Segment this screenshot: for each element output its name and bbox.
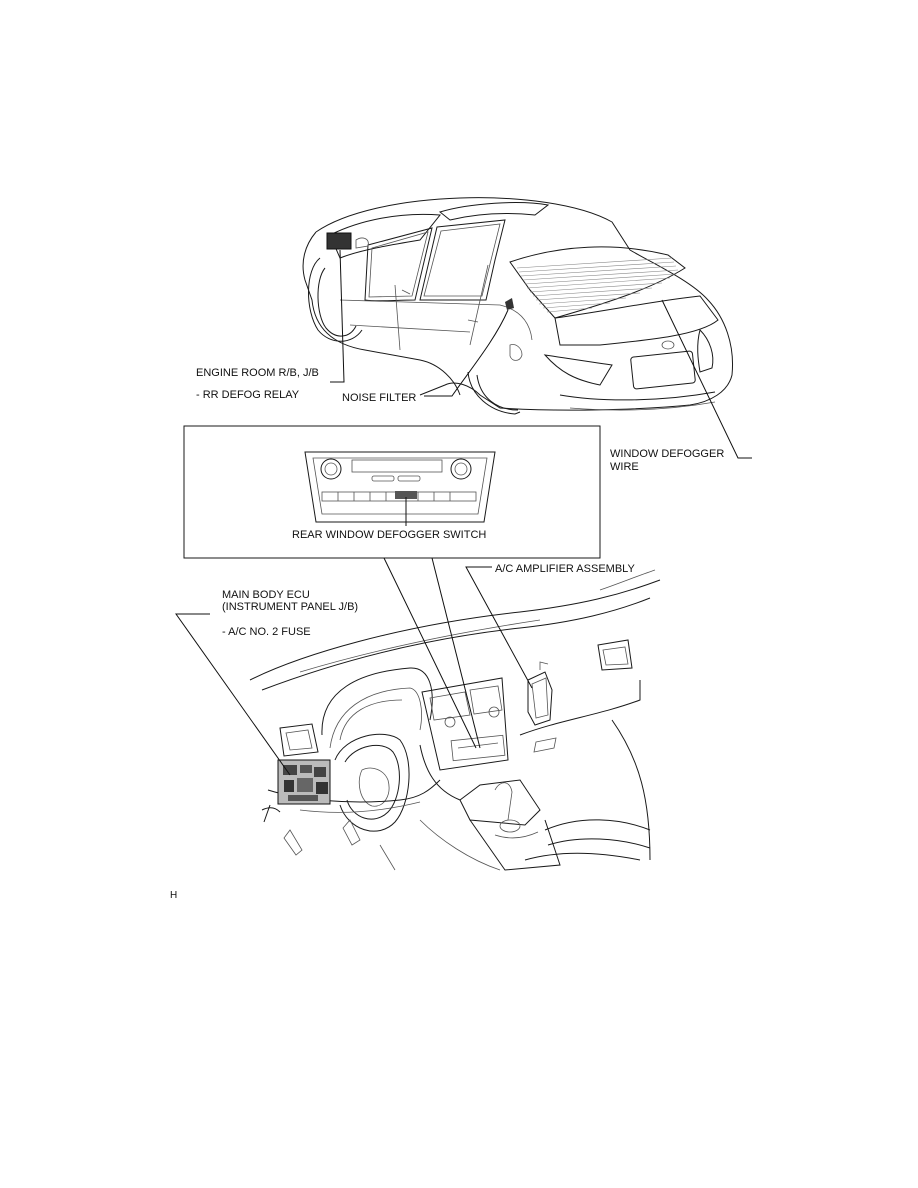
figure-code-label: H (170, 890, 177, 901)
car-illustration (302, 197, 734, 415)
ac-fuse-label: - A/C NO. 2 FUSE (222, 626, 311, 638)
engine-room-box (326, 232, 352, 250)
noise-filter-leader (424, 309, 509, 397)
rear-defog-button (395, 491, 417, 499)
dashboard-illustration (249, 569, 661, 871)
switch-inset-frame (183, 425, 601, 559)
noise-filter-label: NOISE FILTER (342, 392, 416, 404)
main-body-ecu-leader (175, 613, 291, 776)
noise-filter-marker (505, 298, 514, 310)
engine-room-leader (330, 249, 345, 383)
window-defogger-label-2: WIRE (610, 461, 639, 473)
defogger-leader (661, 299, 752, 459)
engine-room-label: ENGINE ROOM R/B, J/B (196, 367, 319, 379)
main-body-ecu-label-2: (INSTRUMENT PANEL J/B) (222, 601, 358, 613)
inset-connector-left (383, 557, 477, 749)
rear-window-switch-label: REAR WINDOW DEFOGGER SWITCH (292, 529, 486, 541)
ac-amplifier-leader (465, 566, 533, 689)
inset-connector-right (431, 557, 481, 749)
window-defogger-label-1: WINDOW DEFOGGER (610, 448, 724, 460)
rr-defog-relay-label: - RR DEFOG RELAY (196, 389, 300, 401)
ac-control-panel (304, 451, 496, 523)
main-body-ecu (261, 759, 331, 823)
defogger-grid (516, 257, 679, 313)
main-body-ecu-label-1: MAIN BODY ECU (222, 589, 310, 601)
ac-amplifier-label: A/C AMPLIFIER ASSEMBLY (495, 563, 635, 575)
